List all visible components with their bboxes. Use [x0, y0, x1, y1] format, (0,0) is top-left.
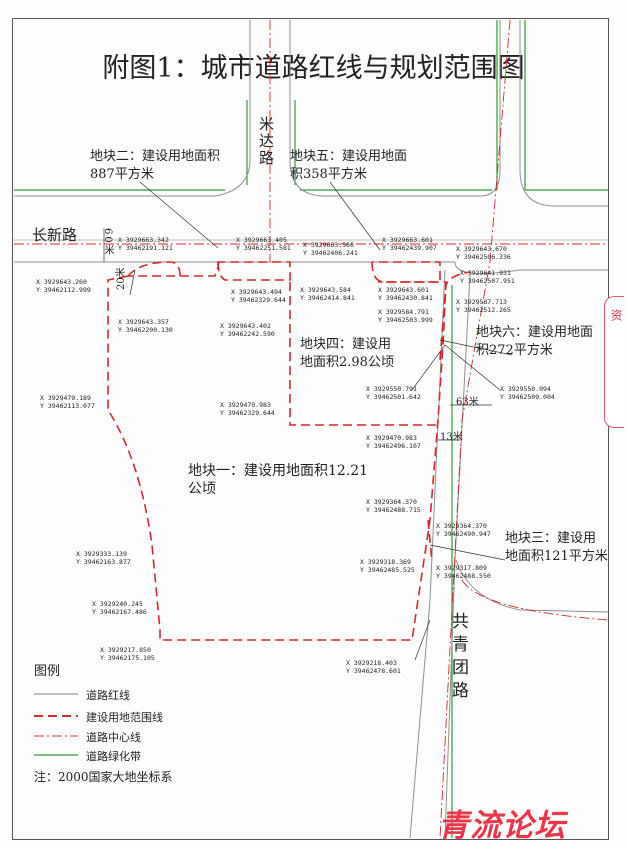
legend-item-centre-line: 道路中心线: [86, 731, 141, 744]
road-line-ne-corner: [519, 20, 608, 207]
road-line-gongqing-east: [444, 274, 471, 839]
page-title: 附图1：城市道路红线与规划范围图: [102, 53, 525, 84]
road-centre-lines: [14, 19, 609, 839]
leader-parcel-2: [139, 181, 219, 249]
parcel-3-boundary: [427, 519, 433, 563]
centre-line-east-branch: [461, 579, 609, 621]
drawing-frame: [12, 18, 609, 840]
road-name-mida: 米达路: [257, 116, 275, 167]
leader-parcel-5: [329, 181, 381, 251]
road-line-east-branch: [455, 559, 609, 613]
parcel-2-boundary: [127, 261, 181, 277]
parcel-5-label: 地块五：建设用地面积358平方米: [290, 149, 408, 182]
leader-lines: [129, 181, 513, 661]
road-line-north-middle: [289, 20, 501, 197]
parcel-6-boundary: [439, 271, 471, 361]
coordinate-system-note: 注：2000国家大地坐标系: [34, 770, 173, 784]
road-line-se-corner: [454, 261, 608, 275]
road-name-gongqingtuan: 共青团路: [448, 612, 468, 704]
parcel-3-label: 地块三：建设用地面积121平方米: [505, 531, 608, 564]
parcel-6-label: 地块六：建设用地面积272平方米: [476, 325, 594, 358]
legend-item-red-line: 道路红线: [86, 689, 130, 702]
legend-swatches: [34, 693, 78, 756]
dimension-lines: [103, 228, 492, 441]
parcel-4-boundary: [289, 282, 438, 426]
legend-item-green-belt: 道路绿化带: [86, 750, 141, 763]
parcel-1-boundary: [107, 275, 447, 641]
parcel-5-boundary: [371, 261, 441, 283]
leader-coord-mid: [411, 344, 501, 391]
parcel-edge-mid: [180, 261, 220, 277]
land-boundaries: [107, 261, 471, 641]
parcel-strip-west: [217, 261, 291, 281]
centre-line-gongqingtuan: [439, 19, 511, 839]
legend-title: 图例: [34, 664, 61, 679]
leader-parcel-3: [429, 544, 506, 561]
legend-item-boundary: 建设用地范围线: [86, 711, 163, 724]
dim-20m: 20米: [116, 267, 127, 290]
leader-coord-south: [414, 619, 431, 661]
green-belts: [14, 20, 608, 838]
side-tab[interactable]: 资: [604, 296, 624, 428]
road-name-changxin: 长新路: [32, 226, 78, 244]
dim-13m: 13米: [440, 432, 463, 443]
leader-parcel-6: [439, 339, 513, 356]
dim-60m: 60米: [102, 228, 113, 257]
road-line-nw-corner: [14, 20, 251, 197]
leader-20m: [129, 269, 136, 296]
parcel-4-label: 地块四：建设用地面积2.98公顷: [300, 337, 394, 370]
dim-63m: 63米: [456, 397, 479, 408]
forum-watermark: 青流论坛: [438, 808, 566, 844]
